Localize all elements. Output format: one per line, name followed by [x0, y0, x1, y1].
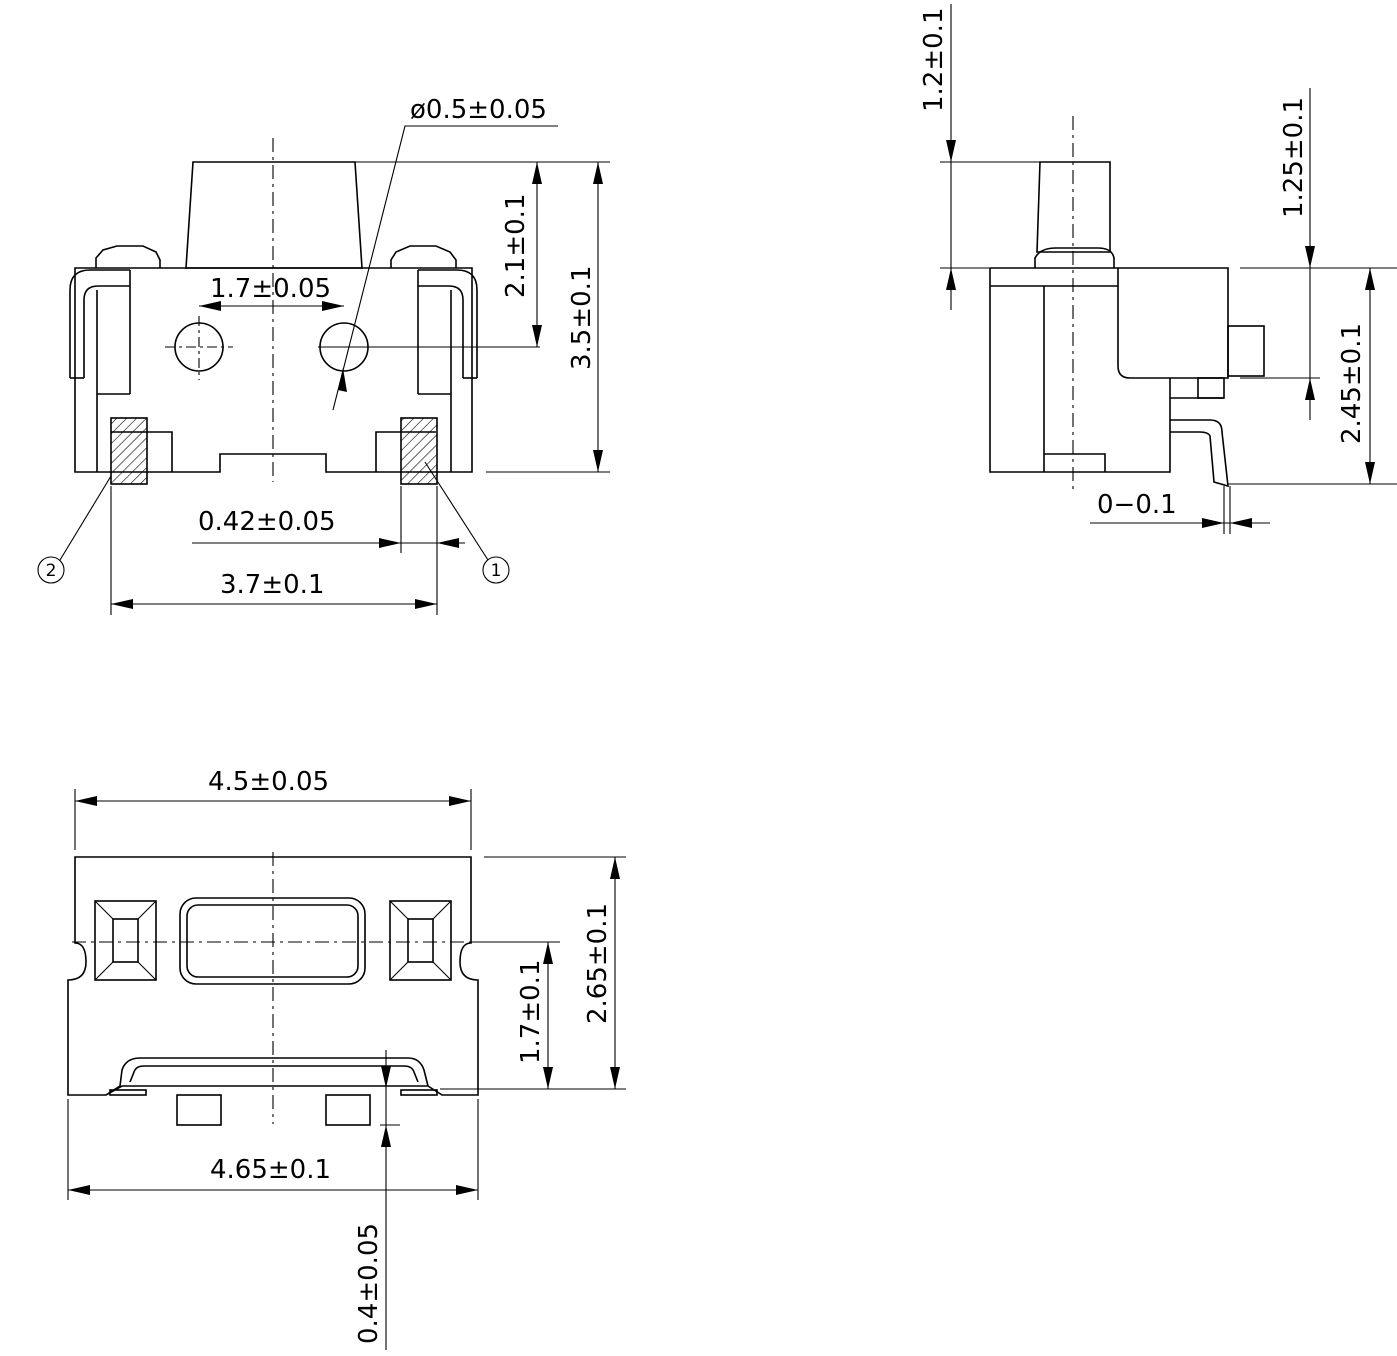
terminal-span-label: 3.7±0.1 [220, 570, 324, 600]
right-boss [390, 245, 457, 268]
side-body-height-label: 2.45±0.1 [1337, 323, 1367, 444]
actuator-outline [185, 161, 363, 269]
right-terminal-inner [418, 285, 464, 378]
hole-diameter-label: ø0.5±0.05 [410, 95, 547, 125]
center-window-inner [186, 904, 359, 978]
side-terminal [1170, 419, 1229, 488]
left-terminal-inner [83, 285, 130, 378]
hole-spacing-label: 1.7±0.05 [210, 274, 331, 304]
bottom-strip [105, 1057, 429, 1096]
side-terminal-offset-label: 0−0.1 [1097, 490, 1177, 520]
pin-1-label: 1 [491, 561, 502, 581]
actuator-height-label: 2.1±0.1 [501, 194, 531, 298]
side-terminal-block [1197, 377, 1225, 399]
top-view: 4.5±0.05 2.65±0.1 1.7±0.1 4.65±0.1 0.4±0… [67, 767, 626, 1350]
top-total-depth-label: 2.65±0.1 [583, 903, 613, 1024]
left-square-pad [94, 900, 157, 981]
pin-2-label: 2 [46, 561, 57, 581]
right-square-pad [389, 900, 452, 981]
side-body-top [990, 267, 1229, 379]
side-actuator-height-label: 1.2±0.1 [919, 8, 949, 112]
hole-leader [332, 125, 558, 411]
top-overall-width-label: 4.65±0.1 [210, 1155, 331, 1185]
pin-2-callout [37, 556, 65, 584]
top-terminal-thickness-label: 0.4±0.05 [354, 1223, 384, 1344]
side-top-offset-label: 1.25±0.1 [1279, 97, 1309, 218]
terminal-1-pad [400, 417, 438, 485]
side-view: 1.2±0.1 1.25±0.1 2.45±0.1 0−0.1 [919, 4, 1397, 534]
right-terminal-outer [418, 269, 478, 378]
terminal-width-label: 0.42±0.05 [198, 507, 336, 537]
right-tab [325, 1094, 371, 1126]
pin-1-callout [482, 556, 510, 584]
top-pad-offset-label: 1.7±0.1 [516, 960, 546, 1064]
left-tab [176, 1094, 222, 1126]
front-view: ø0.5±0.05 1.7±0.05 2.1±0.1 3.5±0.1 0.42±… [37, 95, 610, 615]
side-body-outline [989, 268, 1171, 473]
total-height-label: 3.5±0.1 [567, 266, 597, 370]
side-actuator-base [1034, 247, 1115, 268]
left-boss [95, 245, 161, 268]
top-body-width-label: 4.5±0.05 [208, 767, 329, 797]
side-nub [1227, 325, 1265, 377]
terminal-2-pad [110, 417, 148, 485]
left-terminal-outer [69, 269, 130, 378]
